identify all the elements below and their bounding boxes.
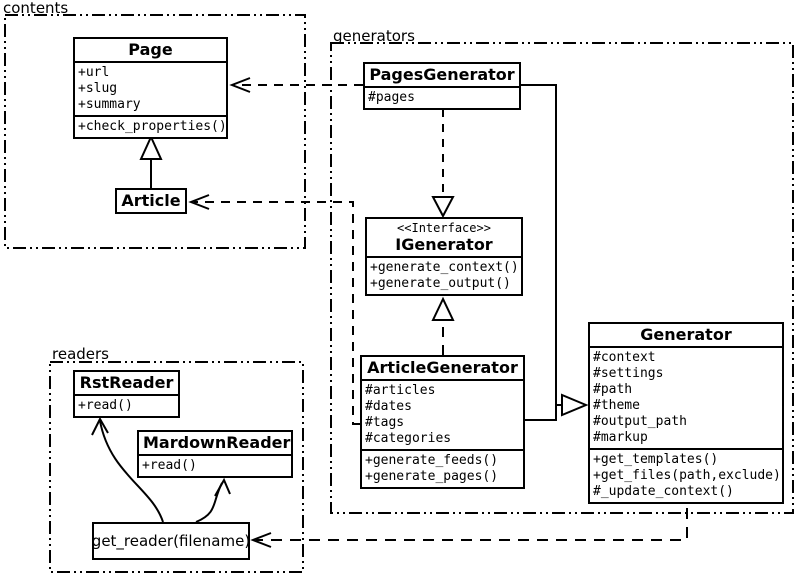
class-generator-name: Generator xyxy=(640,325,732,344)
attribute: #pages xyxy=(368,90,415,105)
class-article-name: Article xyxy=(121,191,181,210)
attribute: #markup xyxy=(593,430,648,445)
attribute: #tags xyxy=(365,415,405,430)
edge-generator-uses-getreader xyxy=(250,508,688,548)
attribute: #settings xyxy=(593,366,664,381)
realization-arrowhead xyxy=(431,296,455,321)
method: +get_templates() xyxy=(593,452,719,467)
edge-pagesgenerator-extends-generator xyxy=(521,84,562,406)
edge-pagesgenerator-uses-page xyxy=(229,77,363,93)
open-arrowhead xyxy=(250,532,272,548)
attribute: +slug xyxy=(78,81,118,96)
edge-articlegenerator-implements-igenerator xyxy=(431,296,455,355)
class-mardownreader-methods: +read() xyxy=(139,454,291,476)
package-contents-label: contents xyxy=(3,0,69,17)
attribute: #dates xyxy=(365,399,412,414)
attribute: +summary xyxy=(78,97,141,112)
package-generators-border xyxy=(330,42,794,514)
method: +read() xyxy=(142,458,197,473)
open-arrowhead xyxy=(214,477,231,497)
package-readers-label: readers xyxy=(52,345,109,363)
class-igenerator-header: <<Interface>> IGenerator xyxy=(367,219,521,256)
inheritance-arrowhead xyxy=(139,134,163,160)
class-page-attributes: +url +slug +summary xyxy=(75,61,226,115)
realization-arrowhead xyxy=(431,196,455,219)
class-mardownreader: MardownReader +read() xyxy=(137,430,293,478)
package-generators-label: generators xyxy=(333,27,415,45)
edge-getreader-creates-mardownreader xyxy=(195,477,231,523)
edge-pagesgenerator-implements-igenerator xyxy=(431,109,455,219)
class-pagesgenerator-name: PagesGenerator xyxy=(369,65,515,84)
class-page-methods: +check_properties() xyxy=(75,115,227,137)
class-generator: Generator #context #settings #path #them… xyxy=(588,322,784,504)
attribute: #path xyxy=(593,382,633,397)
method: #_update_context() xyxy=(593,484,734,499)
method: +generate_feeds() xyxy=(365,453,499,468)
edge-articlegenerator-uses-article xyxy=(188,194,360,425)
method: +generate_pages() xyxy=(365,469,499,484)
inheritance-arrowhead xyxy=(561,393,589,417)
edge-articlegenerator-extends-generator xyxy=(525,393,589,421)
class-generator-methods: +get_templates() +get_files(path,exclude… xyxy=(590,448,782,502)
package-readers-border xyxy=(49,361,304,573)
attribute: #output_path xyxy=(593,414,687,429)
class-igenerator-name: IGenerator xyxy=(395,235,493,254)
edge-getreader-creates-rstreader xyxy=(91,416,164,523)
attribute: #context xyxy=(593,350,656,365)
class-page-name: Page xyxy=(128,40,173,59)
method: +get_files(path,exclude) xyxy=(593,468,781,483)
class-articlegenerator-name: ArticleGenerator xyxy=(367,358,518,377)
class-pagesgenerator-attributes: #pages xyxy=(365,86,519,108)
class-rstreader-methods: +read() xyxy=(75,394,178,416)
class-igenerator-methods: +generate_context() +generate_output() xyxy=(367,256,521,294)
class-articlegenerator-methods: +generate_feeds() +generate_pages() xyxy=(362,449,523,487)
open-arrowhead xyxy=(188,194,210,210)
class-igenerator: <<Interface>> IGenerator +generate_conte… xyxy=(365,217,523,296)
method: +generate_context() xyxy=(370,260,519,275)
class-article: Article xyxy=(115,188,187,214)
class-rstreader: RstReader +read() xyxy=(73,370,180,418)
class-mardownreader-name: MardownReader xyxy=(143,433,291,452)
class-articlegenerator-attributes: #articles #dates #tags #categories xyxy=(362,379,523,449)
class-articlegenerator: ArticleGenerator #articles #dates #tags … xyxy=(360,355,525,489)
edge-article-extends-page xyxy=(139,134,163,188)
package-contents-border xyxy=(4,14,306,249)
get-reader-node: get_reader(filename) xyxy=(92,522,250,560)
class-igenerator-stereotype: <<Interface>> xyxy=(397,221,491,235)
attribute: +url xyxy=(78,65,110,80)
class-generator-attributes: #context #settings #path #theme #output_… xyxy=(590,346,782,448)
attribute: #categories xyxy=(365,431,452,446)
method: +read() xyxy=(78,398,133,413)
class-rstreader-name: RstReader xyxy=(79,373,174,392)
class-page: Page +url +slug +summary +check_properti… xyxy=(73,37,228,139)
open-arrowhead xyxy=(91,416,109,436)
attribute: #theme xyxy=(593,398,640,413)
method: +generate_output() xyxy=(370,276,511,291)
class-pagesgenerator: PagesGenerator #pages xyxy=(363,62,521,110)
method: +check_properties() xyxy=(78,119,227,134)
open-arrowhead xyxy=(229,77,251,93)
attribute: #articles xyxy=(365,383,436,398)
